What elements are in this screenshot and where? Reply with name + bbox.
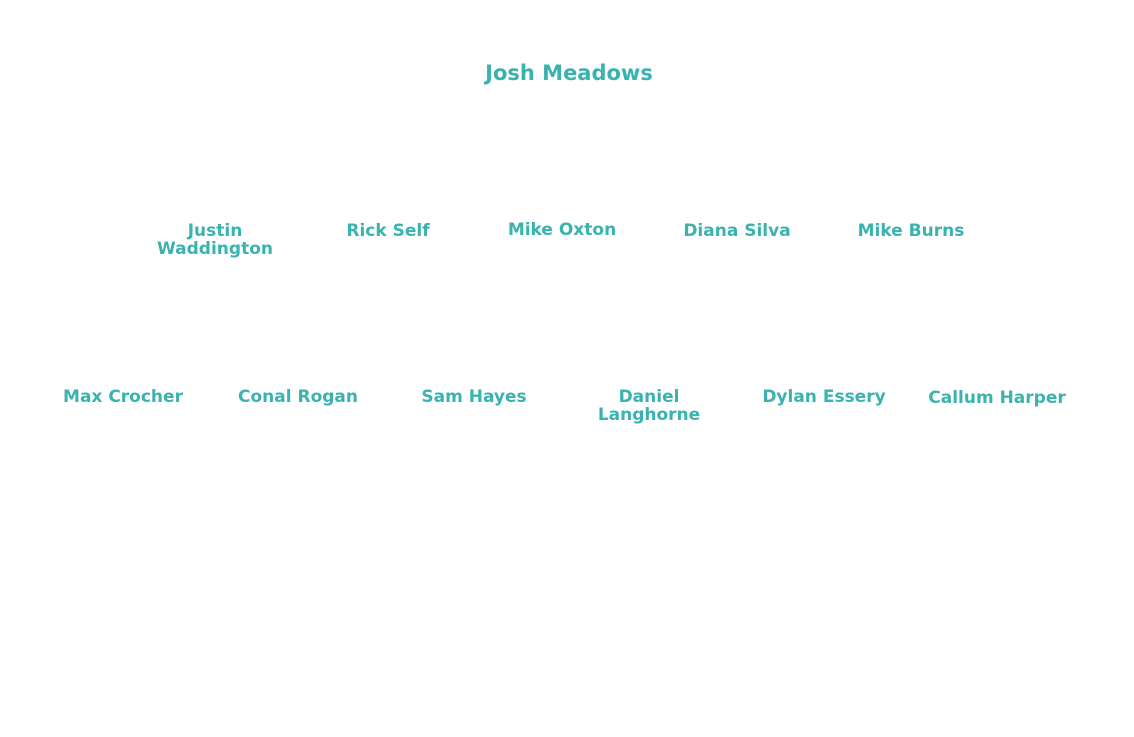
node-level2-1[interactable]: Max Crocher: [63, 387, 183, 407]
node-level1-1[interactable]: Justin Waddington: [157, 221, 273, 259]
node-level2-2[interactable]: Conal Rogan: [238, 387, 358, 407]
node-level2-3[interactable]: Sam Hayes: [421, 387, 527, 407]
node-level2-4[interactable]: Daniel Langhorne: [597, 387, 701, 425]
node-level1-5[interactable]: Mike Burns: [857, 221, 965, 241]
node-level1-3[interactable]: Mike Oxton: [507, 220, 617, 240]
node-level1-2[interactable]: Rick Self: [346, 221, 430, 241]
node-root[interactable]: Josh Meadows: [485, 61, 653, 85]
node-level1-4[interactable]: Diana Silva: [683, 221, 791, 241]
node-level2-5[interactable]: Dylan Essery: [762, 387, 886, 407]
node-level2-6[interactable]: Callum Harper: [928, 388, 1066, 408]
